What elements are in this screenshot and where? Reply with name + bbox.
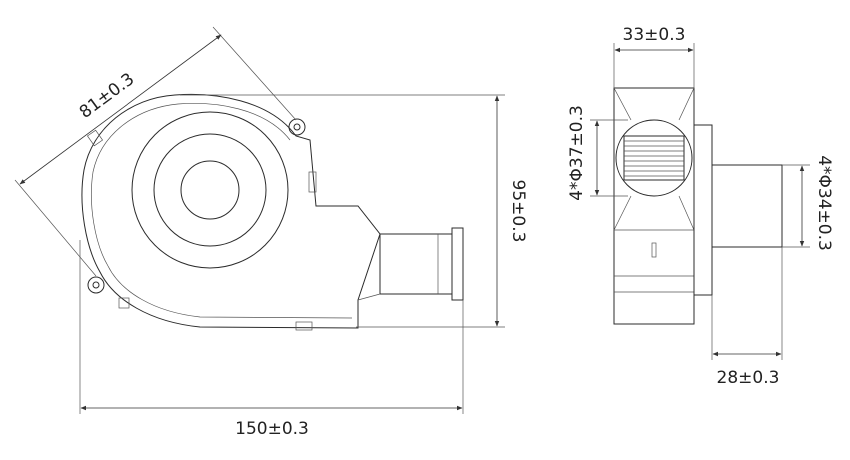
dim-label-depth: 28±0.3 [717,368,780,388]
dim-label-width: 150±0.3 [235,419,309,439]
side-dimensions: 33±0.3 4*Φ37±0.3 4*Φ34±0.3 28±0.3 [567,25,834,388]
grille-lines [624,140,684,177]
mount-hole-bottom [92,281,100,289]
clip-bottom [118,297,130,309]
chamfer-tl [613,87,632,121]
ext-line-diag-a [212,26,297,121]
side-marker [651,242,657,258]
dim-label-side-width: 33±0.3 [623,25,686,45]
duct-taper [357,293,381,301]
chamfer-tr [678,87,695,121]
mount-hole-top [293,123,301,131]
clip-bottom-right [295,321,313,331]
chamfer-bl [613,195,632,231]
inlet-circle [615,119,693,197]
dim-label-hole-left: 4*Φ37±0.3 [567,105,587,201]
dim-label-hole-right: 4*Φ34±0.3 [814,155,834,251]
clip-right [308,171,317,193]
mount-tab-bottom [87,276,105,294]
outlet-flange [451,227,464,301]
front-view [81,93,464,331]
ext-line-diag-b [14,179,97,277]
chamfer-br [678,195,695,231]
front-dimensions: 81±0.3 95±0.3 150±0.3 [14,26,528,439]
outlet-duct [379,233,453,295]
dim-label-diagonal: 81±0.3 [76,69,138,123]
dim-line-diagonal [19,34,222,185]
dim-label-height: 95±0.3 [508,180,528,243]
hub-circle [180,160,240,220]
inlet-grille [623,135,685,181]
impeller-ring-outer [131,111,289,269]
impeller-ring-mid [153,133,267,247]
side-step [693,124,713,296]
side-outlet [711,164,783,248]
mount-tab-top [288,118,306,136]
blower-housing [81,93,381,329]
side-view [613,87,783,325]
